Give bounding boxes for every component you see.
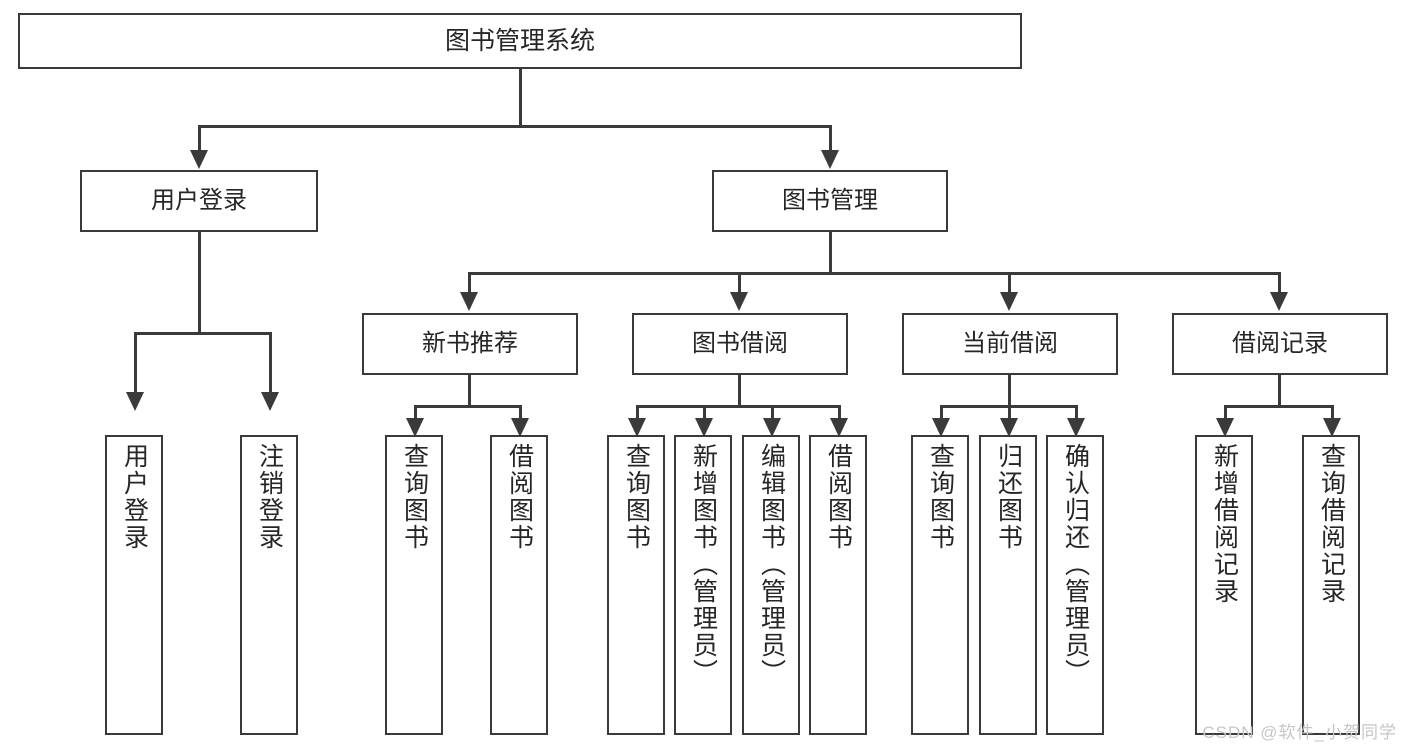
connector-new-book-leaf-1 [414, 405, 417, 421]
arrow-down-icon [1216, 418, 1234, 437]
node-book-management[interactable]: 图书管理 [712, 170, 948, 232]
connector-root-to-user-login [198, 125, 201, 152]
leaf-label: 用户登录 [120, 443, 149, 551]
node-borrowing-record[interactable]: 借阅记录 [1172, 313, 1388, 375]
connector-current-borrow-leaf-2 [1008, 405, 1011, 421]
leaf-query-book-new[interactable]: 查询图书 [385, 435, 443, 735]
arrow-down-icon [511, 418, 529, 437]
node-user-login[interactable]: 用户登录 [80, 170, 318, 232]
arrow-down-icon [1000, 292, 1018, 311]
leaf-label: 新增借阅记录 [1210, 443, 1239, 605]
connector-borrow-record-trunk [1278, 375, 1281, 407]
connector-to-book-borrow [738, 272, 741, 294]
connector-book-borrow-leaf-1 [636, 405, 639, 421]
node-current-borrowing[interactable]: 当前借阅 [902, 313, 1118, 375]
leaf-add-book-admin[interactable]: 新增图书（管理员） [674, 435, 732, 735]
node-label: 图书借阅 [692, 330, 788, 358]
connector-current-borrow-trunk [1008, 375, 1011, 407]
leaf-label: 确认归还（管理员） [1061, 443, 1090, 686]
node-label: 借阅记录 [1232, 330, 1328, 358]
connector-to-borrow-record [1278, 272, 1281, 294]
connector-book-manage-bar [468, 272, 1280, 275]
connector-new-book-bar [414, 405, 522, 408]
arrow-down-icon [830, 418, 848, 437]
node-new-book-recommendation[interactable]: 新书推荐 [362, 313, 578, 375]
leaf-return-book[interactable]: 归还图书 [979, 435, 1037, 735]
leaf-label: 注销登录 [255, 443, 284, 551]
arrow-down-icon [261, 392, 279, 411]
connector-user-login-left [134, 332, 137, 394]
node-label: 用户登录 [151, 187, 247, 215]
arrow-down-icon [695, 418, 713, 437]
leaf-label: 查询借阅记录 [1317, 443, 1346, 605]
arrow-down-icon [1000, 418, 1018, 437]
connector-borrow-record-bar [1224, 405, 1334, 408]
connector-borrow-record-leaf-2 [1331, 405, 1334, 421]
node-label: 图书管理系统 [444, 26, 595, 55]
csdn-watermark: CSDN @软件_小贺同学 [1202, 723, 1397, 742]
connector-user-login-trunk [198, 232, 201, 335]
connector-to-current-borrow [1008, 272, 1011, 294]
leaf-user-login[interactable]: 用户登录 [105, 435, 163, 735]
connector-book-borrow-leaf-4 [838, 405, 841, 421]
connector-to-new-book [468, 272, 471, 294]
leaf-label: 查询图书 [926, 443, 955, 551]
connector-book-manage-trunk [829, 232, 832, 274]
arrow-down-icon [1323, 418, 1341, 437]
leaf-query-borrow-record[interactable]: 查询借阅记录 [1302, 435, 1360, 735]
leaf-label: 借阅图书 [505, 443, 534, 551]
leaf-add-borrow-record[interactable]: 新增借阅记录 [1195, 435, 1253, 735]
arrow-down-icon [126, 392, 144, 411]
connector-book-borrow-leaf-3 [771, 405, 774, 421]
node-book-management-system[interactable]: 图书管理系统 [18, 13, 1022, 69]
arrow-down-icon [763, 418, 781, 437]
leaf-borrow-book-new[interactable]: 借阅图书 [490, 435, 548, 735]
connector-root-bar [198, 125, 831, 128]
connector-user-login-bar [134, 332, 272, 335]
arrow-down-icon [730, 292, 748, 311]
leaf-label: 新增图书（管理员） [689, 443, 718, 686]
arrow-down-icon [460, 292, 478, 311]
connector-user-login-right [269, 332, 272, 394]
connector-book-borrow-leaf-2 [703, 405, 706, 421]
connector-root-trunk [519, 68, 522, 125]
connector-current-borrow-leaf-3 [1075, 405, 1078, 421]
leaf-query-book-current[interactable]: 查询图书 [911, 435, 969, 735]
connector-book-borrow-trunk [738, 375, 741, 407]
leaf-label: 编辑图书（管理员） [757, 443, 786, 686]
connector-new-book-leaf-2 [519, 405, 522, 421]
leaf-label: 查询图书 [622, 443, 651, 551]
arrow-down-icon [628, 418, 646, 437]
leaf-borrow-book[interactable]: 借阅图书 [809, 435, 867, 735]
connector-borrow-record-leaf-1 [1224, 405, 1227, 421]
arrow-down-icon [821, 150, 839, 169]
connector-new-book-trunk [468, 375, 471, 407]
connector-root-to-book-manage [829, 125, 832, 152]
leaf-label: 归还图书 [994, 443, 1023, 551]
node-book-borrowing[interactable]: 图书借阅 [632, 313, 848, 375]
node-label: 当前借阅 [962, 330, 1058, 358]
node-label: 新书推荐 [422, 330, 518, 358]
node-label: 图书管理 [782, 187, 878, 215]
arrow-down-icon [1067, 418, 1085, 437]
leaf-logout[interactable]: 注销登录 [240, 435, 298, 735]
leaf-confirm-return-admin[interactable]: 确认归还（管理员） [1046, 435, 1104, 735]
leaf-label: 借阅图书 [824, 443, 853, 551]
connector-book-borrow-bar [636, 405, 840, 408]
leaf-query-book-borrow[interactable]: 查询图书 [607, 435, 665, 735]
arrow-down-icon [1270, 292, 1288, 311]
leaf-label: 查询图书 [400, 443, 429, 551]
arrow-down-icon [932, 418, 950, 437]
leaf-edit-book-admin[interactable]: 编辑图书（管理员） [742, 435, 800, 735]
arrow-down-icon [190, 150, 208, 169]
connector-current-borrow-leaf-1 [940, 405, 943, 421]
arrow-down-icon [406, 418, 424, 437]
